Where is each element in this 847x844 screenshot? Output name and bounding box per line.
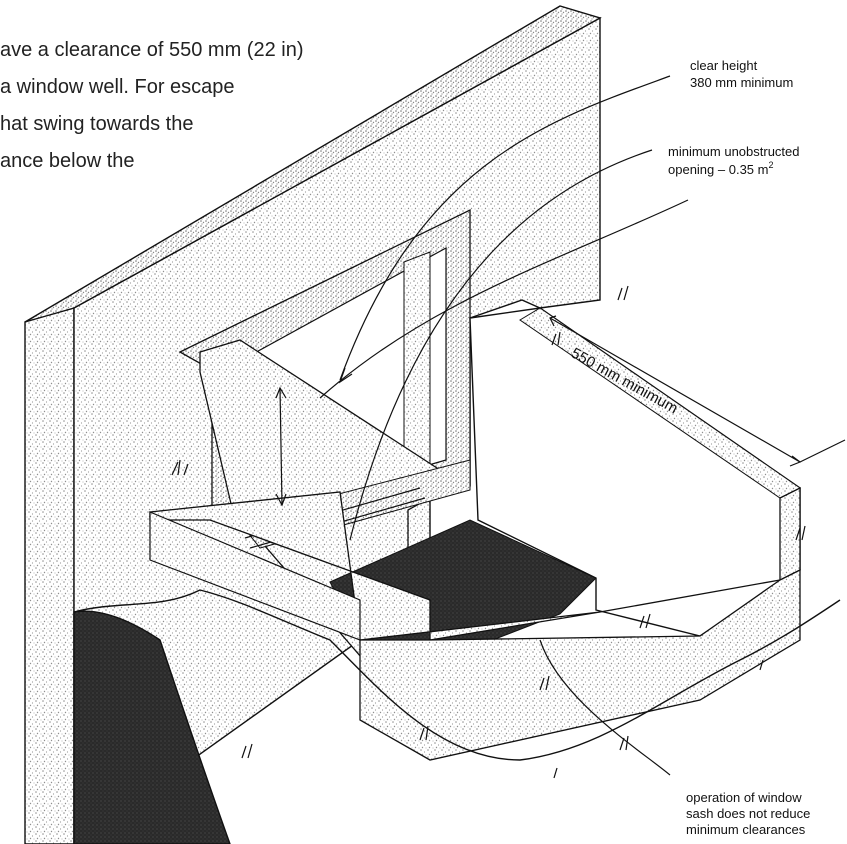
intro-line-2: a window well. For escape [0, 76, 235, 98]
soil-cutaway [73, 610, 231, 844]
wall-top-edge [24, 5, 602, 323]
intro-line-3: hat swing towards the [0, 113, 194, 135]
well-front-rim [149, 486, 801, 641]
ground-outline [73, 589, 841, 761]
intro-line-4: ance below the [0, 150, 135, 172]
unobstructed-label-line1: minimum unobstructed [668, 144, 800, 159]
sash-note-line2: sash does not reduce [686, 806, 810, 821]
unobstructed-label-text: opening – 0.35 m [668, 162, 768, 177]
sash-note-line3: minimum clearances [686, 822, 806, 837]
sash-note-line1: operation of window [686, 790, 802, 805]
clear-height-label-line1: clear height [690, 58, 758, 73]
unobstructed-label-line2: opening – 0.35 m2 [668, 160, 773, 177]
grass-tufts [171, 285, 806, 779]
dimension-lines [275, 75, 846, 776]
intro-line-1: ave a clearance of 550 mm (22 in) [0, 39, 304, 61]
width-dimension-label: 550 mm minimum [568, 345, 680, 418]
clear-height-label-line2: 380 mm minimum [690, 75, 793, 90]
unobstructed-label-sup: 2 [768, 160, 773, 170]
